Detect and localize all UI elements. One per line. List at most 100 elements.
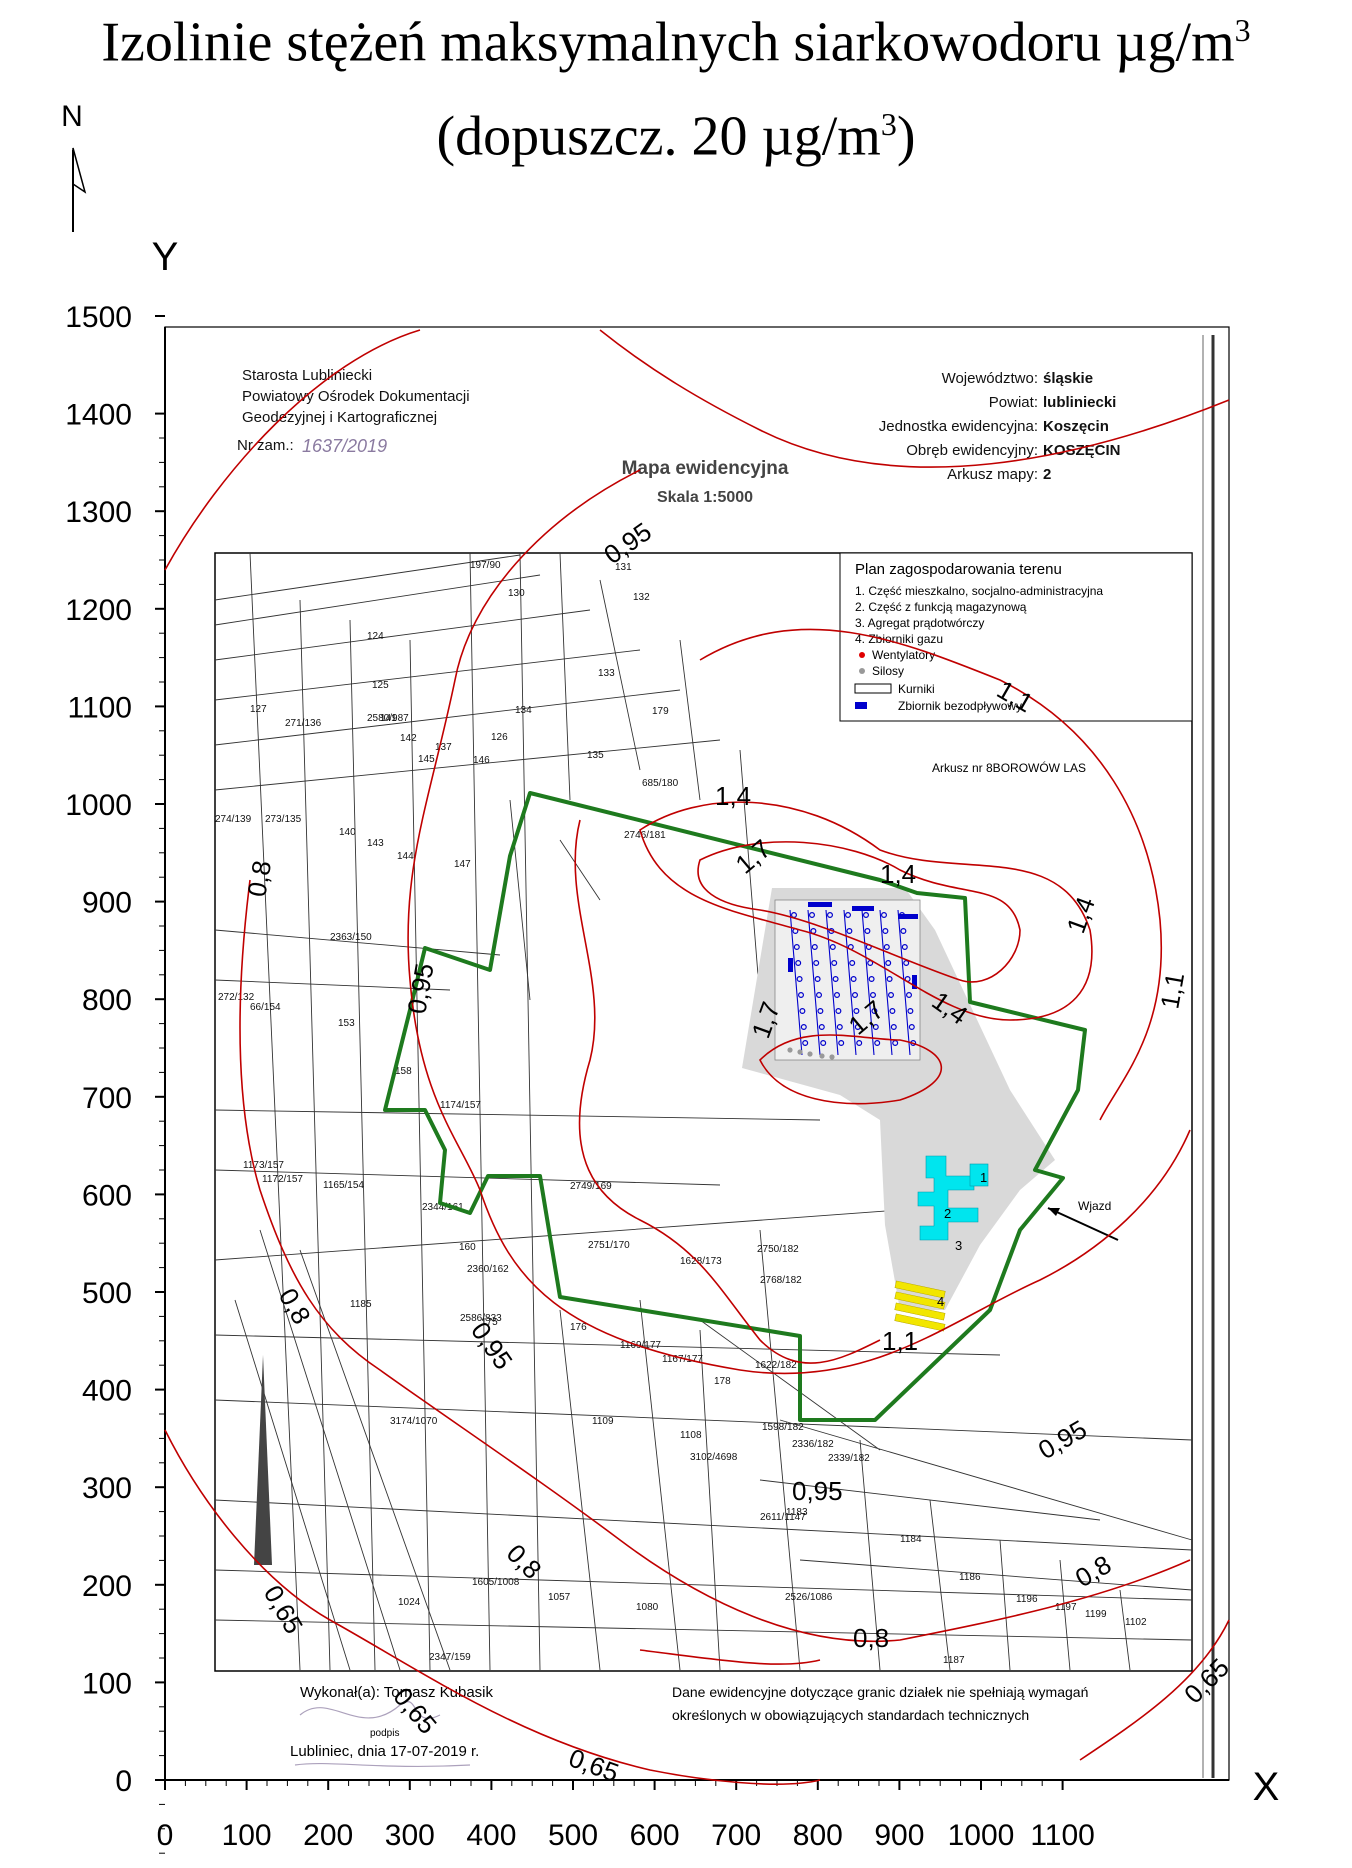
fan-marker-icon (862, 911, 869, 918)
y-tick-label: 1300 (65, 496, 132, 529)
parcel-number: 1197 (1055, 1602, 1077, 1613)
parcel-number: 153 (338, 1018, 355, 1029)
parcel-number: 272/132 (218, 992, 255, 1003)
silo-marker-icon (819, 1053, 825, 1059)
x-tick-label: 600 (630, 1819, 680, 1852)
silo-marker-icon (829, 1054, 835, 1060)
parcel-number: 135 (587, 750, 604, 761)
parcel-number: 1173/157 (243, 1160, 284, 1171)
silo-marker-icon (787, 1047, 793, 1053)
parcel-number: 147 (454, 859, 471, 870)
fan-marker-icon (849, 959, 856, 966)
fan-marker-icon (800, 1023, 807, 1030)
fan-marker-icon (795, 959, 802, 966)
x-tick-label: 100 (222, 1819, 272, 1852)
parcel-number: 176 (570, 1322, 587, 1333)
header-left-line: Powiatowy Ośrodek Dokumentacji (242, 388, 470, 405)
map-footer: Wykonał(a): Tomasz Kubasik podpis Lublin… (290, 1684, 1088, 1768)
parcel-number: 1172/157 (262, 1174, 303, 1185)
parcel-number: 141 (380, 713, 397, 724)
parcel-number: 127 (250, 704, 267, 715)
hall-line (825, 909, 839, 1056)
isoline-label: 1,4 (1060, 893, 1101, 937)
parcel-number: 2746/181 (624, 830, 666, 841)
isoline-label: 1,1 (882, 1326, 918, 1356)
fan-marker-icon (887, 991, 894, 998)
isoline-label: 1,1 (1154, 970, 1190, 1011)
fan-marker-icon (815, 991, 822, 998)
parcel-number: 175 (481, 1317, 498, 1328)
parcel-number: 146 (473, 755, 490, 766)
isoline-1-4 (639, 801, 1093, 1021)
parcel-number: 274/139 (215, 814, 252, 825)
parcel-number: 1184 (900, 1534, 922, 1545)
footer-place-date: Lubliniec, dnia 17-07-2019 r. (290, 1743, 479, 1760)
parcel-number: 2611/1147 (760, 1512, 806, 1523)
parcel-number: 271/136 (285, 718, 322, 729)
parcel-number: 1622/182 (755, 1360, 797, 1371)
parcel-number: 130 (508, 588, 525, 599)
fan-marker-icon (799, 1007, 806, 1014)
isoline-label: 0,95 (1033, 1414, 1092, 1465)
legend-item: 1. Część mieszkalno, socjalno-administra… (855, 584, 1103, 598)
y-tick-label: 700 (82, 1082, 132, 1115)
x-tick-label: 1100 (1030, 1819, 1095, 1852)
y-tick-label: 800 (82, 984, 132, 1017)
isoline-0-65-south-west (164, 1429, 821, 1785)
header-right-value: Koszęcin (1043, 418, 1109, 435)
legend-item: Silosy (872, 664, 904, 678)
header-left-line: Starosta Lubliniecki (242, 367, 372, 384)
fan-marker-icon (797, 991, 804, 998)
fan-marker-icon (886, 975, 893, 982)
parcel-number: 1199 (1085, 1609, 1107, 1620)
isoline-label: 1,4 (880, 859, 916, 889)
header-right-value: 2 (1043, 466, 1051, 483)
y-tick-label: 500 (82, 1277, 132, 1310)
fan-marker-icon (889, 1007, 896, 1014)
isoline-0-8-north (164, 329, 421, 571)
parcel-number: 2750/182 (757, 1244, 799, 1255)
tank-marker-icon (808, 902, 832, 907)
parcel-number: 3102/4698 (690, 1452, 738, 1463)
parcel-number: 178 (714, 1376, 731, 1387)
silo-marker-icon (807, 1051, 813, 1057)
silo-icon (859, 668, 865, 674)
fan-marker-icon (802, 1039, 809, 1046)
fan-marker-icon (832, 975, 839, 982)
legend-item: Zbiornik bezodpływowy (898, 699, 1022, 713)
fan-marker-icon (814, 975, 821, 982)
entrance-arrow-icon (1047, 1207, 1119, 1241)
henhouse-halls (787, 902, 918, 1060)
parcel-number: 1108 (680, 1430, 702, 1441)
x-tick-label: 800 (793, 1819, 843, 1852)
parcel-number: 179 (652, 706, 669, 717)
tank-marker-icon (912, 975, 917, 989)
map-sheet-scale: Skala 1:5000 (657, 489, 753, 506)
isoline-label: 0,65 (258, 1580, 309, 1639)
parcel-number: 142 (400, 733, 417, 744)
parcel-number: 160 (459, 1242, 476, 1253)
parcel-lines (214, 552, 1193, 1671)
building-label: 2 (944, 1206, 951, 1221)
fan-marker-icon (826, 911, 833, 918)
y-tick-label: 100 (82, 1667, 132, 1700)
parcel-number: 1102 (1125, 1617, 1147, 1628)
parcel-number: 1605/1008 (472, 1577, 520, 1588)
parcel-number: 2344/161 (422, 1202, 464, 1213)
fan-marker-icon (829, 943, 836, 950)
isoline-1-7-north (697, 841, 1021, 983)
isoline-1-1-west (574, 819, 881, 1364)
fan-marker-icon (880, 911, 887, 918)
legend-box (839, 552, 1193, 722)
parcel-number: 125 (372, 680, 389, 691)
parcel-number: 1024 (398, 1597, 421, 1608)
fan-marker-icon (890, 1023, 897, 1030)
parcel-number: 144 (397, 851, 414, 862)
fan-marker-icon (872, 1023, 879, 1030)
fan-icon (859, 652, 865, 658)
fan-marker-icon (883, 943, 890, 950)
x-tick-label: 200 (303, 1819, 353, 1852)
isoline-label: 0,8 (241, 858, 277, 899)
isoline-label: 1,7 (730, 833, 777, 879)
